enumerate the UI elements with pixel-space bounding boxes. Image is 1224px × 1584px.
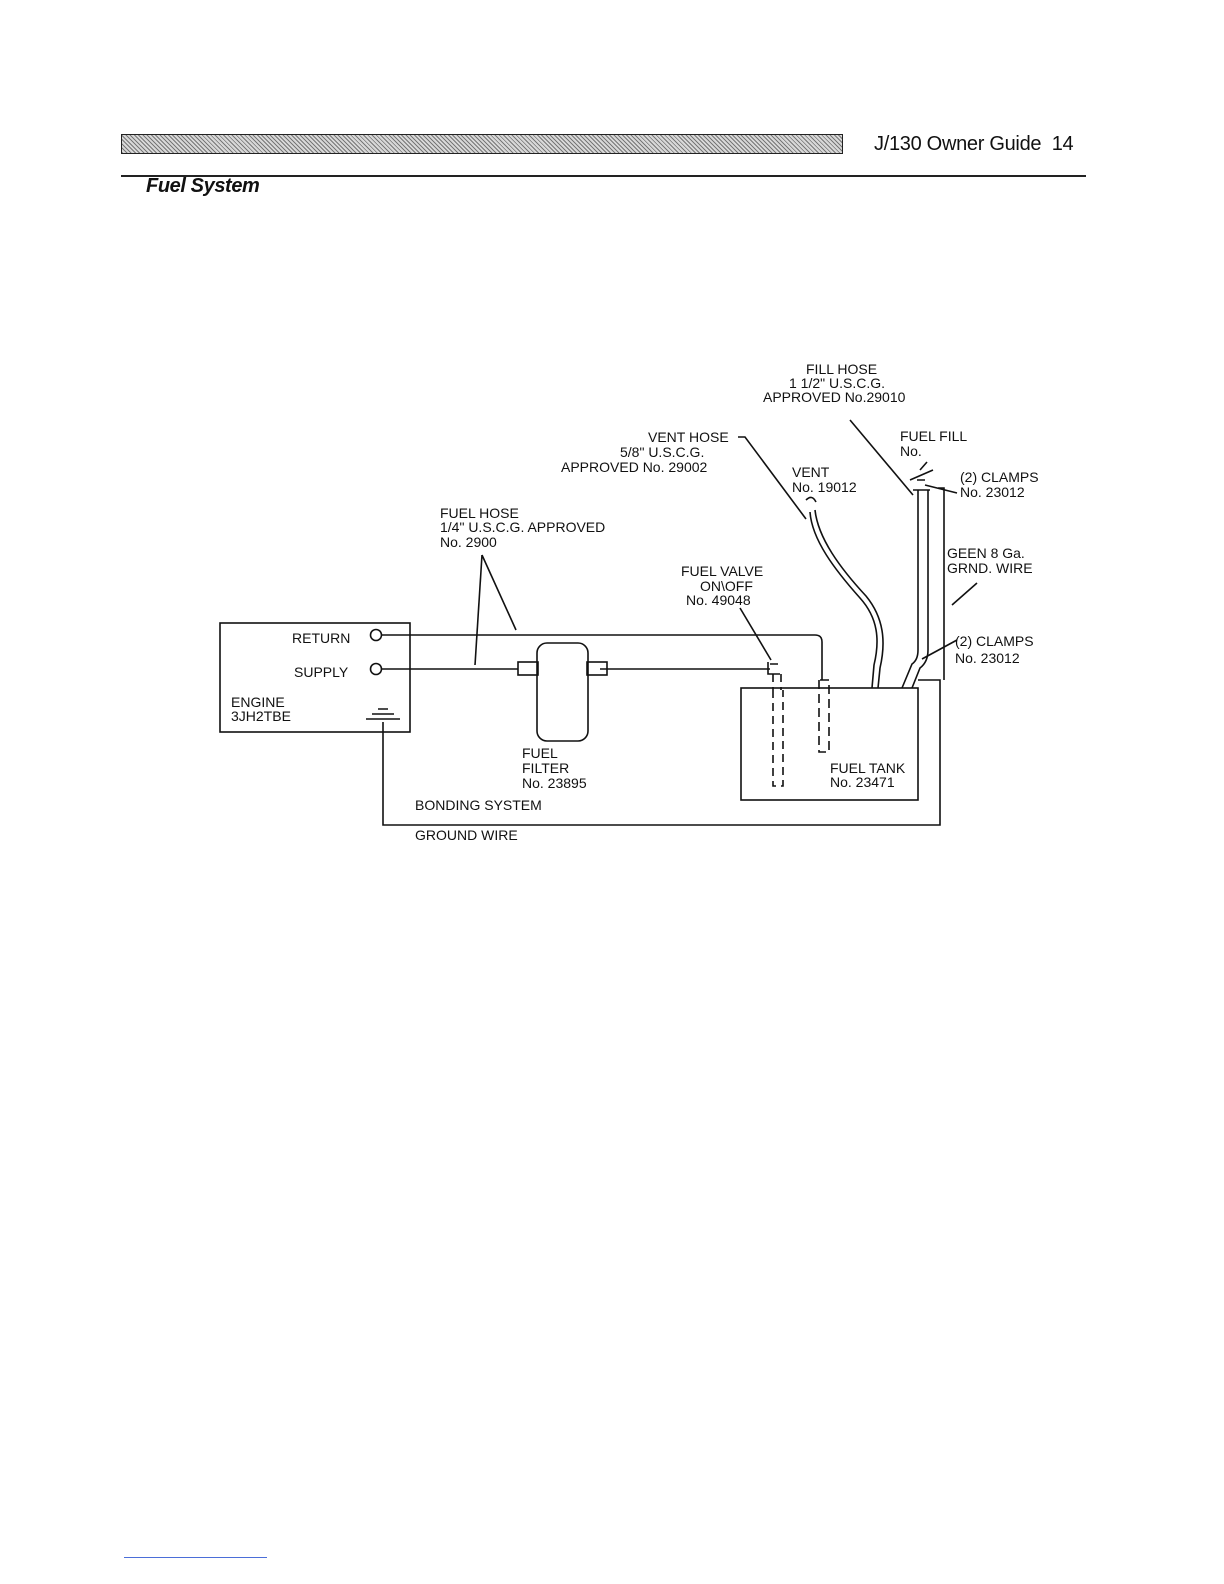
section-title: Fuel System — [146, 175, 260, 197]
vent-hose — [809, 511, 878, 689]
fill-hose-leader — [849, 419, 914, 496]
vent-label: VENT No. 19012 — [792, 464, 857, 495]
fuel-hose-line-1: FUEL HOSE — [440, 505, 519, 521]
fill-hose-line-2: 1 1/2" U.S.C.G. — [789, 375, 885, 391]
clamps-bottom-line-1: (2) CLAMPS — [955, 633, 1034, 649]
fuel-hose-label: FUEL HOSE 1/4" U.S.C.G. APPROVED No. 290… — [440, 505, 605, 550]
header-pattern-bar — [121, 134, 843, 154]
fuel-fill-cap — [909, 461, 934, 491]
clamps-top-line-1: (2) CLAMPS — [960, 469, 1039, 485]
ground-wire-label: GROUND WIRE — [415, 827, 518, 843]
fuel-valve-line-1: FUEL VALVE — [681, 563, 763, 579]
fuel-fill-label: FUEL FILL No. — [900, 428, 967, 459]
clamps-top-leader — [924, 484, 958, 494]
ground-wire-gauge-label: GEEN 8 Ga. GRND. WIRE — [947, 545, 1033, 576]
filter-outlet-stub — [586, 661, 608, 676]
fuel-filter-line-3: No. 23895 — [522, 775, 587, 791]
fuel-filter-line-1: FUEL — [522, 745, 558, 761]
vent-hose-line-2: 5/8" U.S.C.G. — [620, 444, 704, 460]
fuel-fill-line-1: FUEL FILL — [900, 428, 967, 444]
fuel-filter-label: FUEL FILTER No. 23895 — [522, 745, 587, 791]
fill-hose-label: FILL HOSE 1 1/2" U.S.C.G. APPROVED No.29… — [763, 361, 906, 405]
return-label: RETURN — [292, 630, 350, 646]
fuel-filter-body — [536, 642, 589, 742]
supply-label: SUPPLY — [294, 664, 349, 680]
clamps-bottom-line-2: No. 23012 — [955, 650, 1020, 666]
clamps-top-line-2: No. 23012 — [960, 484, 1025, 500]
fill-hose — [901, 490, 919, 689]
vent-line-2: No. 19012 — [792, 479, 857, 495]
vent-hose-outer — [814, 509, 884, 689]
vent-line-1: VENT — [792, 464, 830, 480]
fuel-valve — [767, 662, 780, 675]
fill-hose-outer — [911, 490, 929, 689]
fuel-valve-leader — [739, 607, 772, 661]
vent-hose-line-3: APPROVED No. 29002 — [561, 459, 708, 475]
vent-fitting — [805, 496, 817, 503]
guide-title: J/130 Owner Guide — [874, 133, 1042, 155]
fuel-valve-label: FUEL VALVE ON\OFF No. 49048 — [681, 563, 763, 608]
clamps-top-label: (2) CLAMPS No. 23012 — [960, 469, 1039, 500]
fuel-filter-line-2: FILTER — [522, 760, 569, 776]
fuel-fill-line-2: No. — [900, 443, 922, 459]
header-rule — [121, 175, 1086, 177]
return-line — [382, 634, 823, 680]
clamps-bottom-label: (2) CLAMPS No. 23012 — [955, 633, 1034, 666]
bonding-ground-wire — [382, 679, 941, 826]
fuel-tank-label: FUEL TANK No. 23471 — [830, 760, 906, 790]
engine-name-line-2: 3JH2TBE — [231, 708, 291, 724]
fuel-valve-line-3: No. 49048 — [686, 592, 751, 608]
fuel-tank-line-2: No. 23471 — [830, 774, 895, 790]
clamps-bottom-leader — [921, 639, 958, 660]
supply-pickup-tube — [772, 674, 784, 787]
filter-inlet-stub — [517, 661, 539, 676]
engine-name-line-1: ENGINE — [231, 694, 285, 710]
green-ground-wire — [938, 487, 945, 680]
engine-labels: RETURN SUPPLY ENGINE 3JH2TBE — [231, 630, 350, 724]
ground-wire-gauge-line-1: GEEN 8 Ga. — [947, 545, 1025, 561]
fuel-hose-leader-2 — [481, 554, 517, 631]
ground-wire-leader — [951, 582, 978, 606]
page-number: 14 — [1051, 133, 1074, 155]
bonding-system-label: BONDING SYSTEM — [415, 797, 542, 813]
fuel-hose-line-2: 1/4" U.S.C.G. APPROVED — [440, 519, 605, 535]
vent-hose-label: VENT HOSE 5/8" U.S.C.G. APPROVED No. 290… — [561, 429, 729, 475]
ground-symbol — [366, 708, 400, 720]
fill-hose-line-1: FILL HOSE — [806, 361, 877, 377]
engine-box — [219, 622, 411, 733]
ground-wire-gauge-line-2: GRND. WIRE — [947, 560, 1033, 576]
vent-hose-leader — [738, 436, 807, 520]
vent-hose-line-1: VENT HOSE — [648, 429, 729, 445]
fuel-valve-line-2: ON\OFF — [700, 578, 753, 594]
fuel-tank-line-1: FUEL TANK — [830, 760, 906, 776]
fill-hose-line-3: APPROVED No.29010 — [763, 389, 906, 405]
fuel-hose-line-3: No. 2900 — [440, 534, 497, 550]
return-dip-tube — [818, 679, 830, 753]
supply-port — [369, 662, 383, 676]
footer-rule — [124, 1557, 267, 1558]
fuel-hose-leader-1 — [474, 554, 483, 666]
return-port — [369, 628, 383, 642]
header-title: J/130 Owner Guide 14 — [874, 133, 1074, 156]
